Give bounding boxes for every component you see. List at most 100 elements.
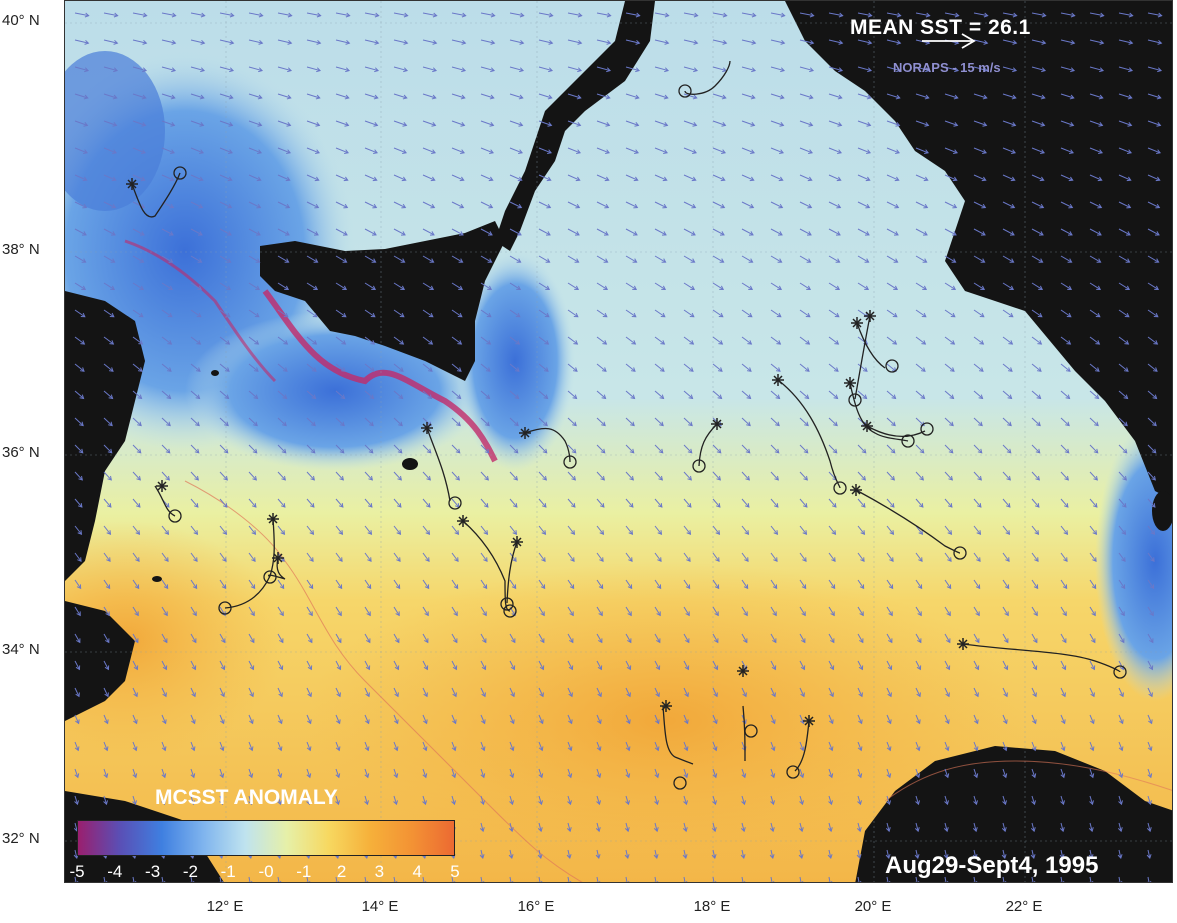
wind-vector-head [104, 665, 110, 671]
wind-vector [596, 822, 600, 832]
wind-vector-head [895, 149, 900, 154]
wind-vector [1118, 741, 1123, 751]
wind-vector [857, 444, 867, 454]
wind-vector [712, 849, 716, 859]
wind-vector-head [171, 39, 177, 45]
wind-vector-head [569, 638, 574, 644]
wind-vector [248, 66, 263, 72]
wind-vector-head [538, 746, 544, 752]
wind-vector [161, 741, 166, 751]
wind-vector [1031, 849, 1035, 859]
wind-vector [422, 660, 428, 670]
wind-vector-head [226, 285, 232, 290]
wind-vector-head [141, 121, 147, 127]
wind-vector [248, 93, 262, 99]
wind-vector [161, 390, 171, 399]
wind-vector [509, 714, 515, 724]
wind-vector-head [366, 584, 372, 590]
wind-vector-head [627, 638, 632, 644]
wind-vector-head [712, 800, 717, 806]
wind-vector [683, 444, 693, 454]
wind-vector [1002, 768, 1007, 778]
wind-vector-head [545, 231, 551, 236]
wind-vector-head [577, 39, 583, 45]
wind-vector-head [220, 692, 225, 698]
wind-vector [509, 687, 515, 697]
wind-vector [799, 822, 803, 832]
wind-vector-head [402, 121, 408, 127]
wind-vector-head [488, 176, 494, 182]
wind-vector-head [484, 448, 490, 454]
wind-vector-head [983, 39, 989, 45]
wind-vector-head [248, 800, 253, 806]
wind-vector-head [165, 448, 171, 454]
wind-vector [596, 660, 602, 670]
wind-vector-head [514, 367, 520, 372]
wind-vector [567, 39, 582, 44]
wind-vector [799, 768, 804, 778]
wind-vector-head [542, 448, 548, 454]
wind-vector [422, 795, 426, 805]
wind-vector [770, 39, 785, 44]
wind-vector [335, 147, 349, 154]
wind-vector-head [78, 448, 84, 454]
wind-vector-head [833, 394, 839, 400]
land-balkans-greece [785, 1, 1172, 500]
wind-vector [480, 822, 484, 832]
wind-vector [364, 201, 377, 208]
wind-vector-head [80, 312, 86, 318]
wind-vector-head [1094, 421, 1099, 427]
wind-vector-head [1152, 421, 1157, 427]
wind-vector [973, 282, 985, 290]
wind-vector-head [859, 584, 865, 590]
wind-vector-head [105, 584, 111, 590]
wind-vector [480, 579, 488, 589]
wind-vector-head [635, 67, 641, 73]
wind-vector-head [1148, 719, 1153, 725]
island-crete-edge [1152, 491, 1172, 531]
wind-vector [915, 849, 919, 859]
wind-vector [915, 579, 923, 589]
wind-vector-head [309, 530, 315, 535]
wind-vector-head [345, 67, 351, 73]
wind-vector [1147, 444, 1157, 454]
wind-vector [74, 39, 89, 44]
wind-vector [306, 417, 316, 426]
wind-vector [567, 201, 580, 208]
wind-vector-head [249, 719, 254, 725]
wind-vector-head [806, 258, 812, 263]
wind-vector-head [539, 665, 545, 671]
wind-vector [306, 876, 309, 882]
wind-vector [74, 795, 78, 805]
wind-vector [132, 93, 146, 99]
wind-vector-head [229, 67, 235, 73]
wind-vector [132, 606, 139, 616]
wind-vector [335, 795, 339, 805]
colorbar-tick-label: -5 [69, 862, 85, 881]
wind-vector-head [944, 746, 950, 752]
wind-vector-head [423, 692, 428, 698]
wind-vector [1118, 552, 1126, 562]
wind-vector [770, 525, 778, 535]
wind-vector [857, 93, 871, 99]
wind-vector [74, 363, 85, 372]
wind-vector [770, 849, 774, 859]
wind-vector [190, 120, 204, 126]
wind-vector-head [254, 340, 260, 345]
wind-vector-head [1034, 503, 1040, 508]
wind-vector [248, 525, 256, 535]
wind-vector-head [866, 149, 871, 154]
wind-vector [132, 309, 144, 318]
wind-vector [74, 741, 79, 751]
wind-vector [277, 39, 292, 44]
wind-vector [1002, 714, 1008, 724]
wind-vector [161, 714, 167, 724]
wind-vector [712, 390, 722, 399]
wind-vector [132, 444, 142, 454]
wind-vector [1118, 390, 1128, 399]
wind-vector [596, 606, 603, 616]
wind-vector-head [770, 746, 776, 752]
wind-vector [219, 417, 229, 426]
wind-vector [1118, 12, 1133, 17]
wind-vector-head [744, 503, 750, 508]
